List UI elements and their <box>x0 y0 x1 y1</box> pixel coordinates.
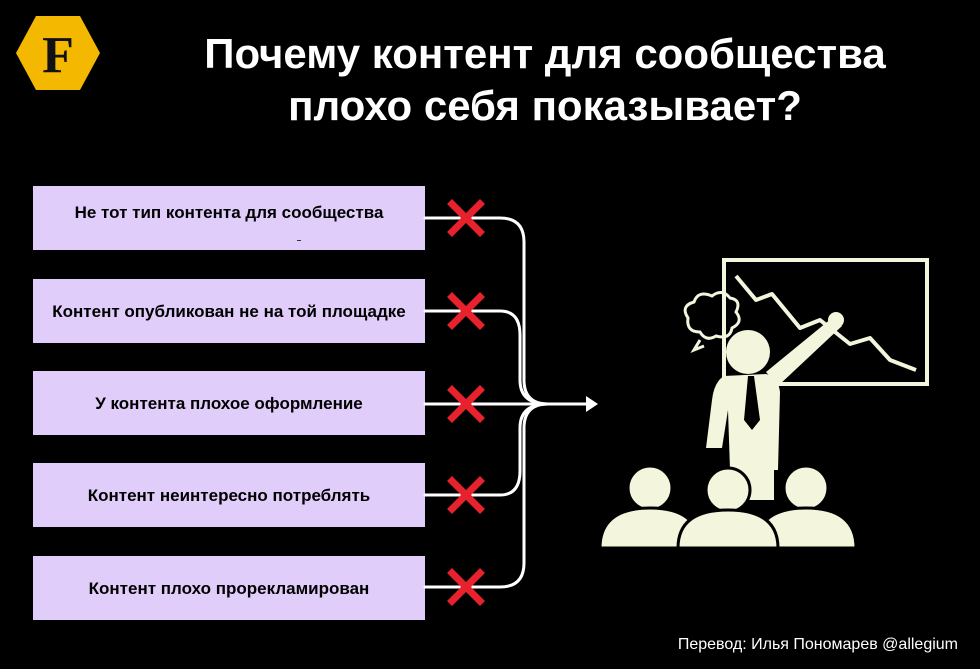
red-cross-icon <box>447 199 485 237</box>
reason-text: Контент плохо прорекламирован <box>88 578 370 598</box>
reason-text: Контент неинтересно потреблять <box>87 485 371 505</box>
connector-line <box>423 402 550 589</box>
page-title: Почему контент для сообщества плохо себя… <box>120 28 970 132</box>
steam-cloud-icon <box>683 291 741 340</box>
reason-box: Контент опубликован не на той площадке <box>33 279 425 343</box>
connector-line <box>423 309 550 406</box>
audience-icon <box>598 464 858 550</box>
reason-box: Контент неинтересно потреблять <box>33 463 425 527</box>
reason-text: Не тот тип контента для сообщества <box>74 202 384 222</box>
presenter-arm-icon <box>766 318 842 386</box>
title-line-2: плохо себя показывает? <box>288 82 802 129</box>
reason-box: У контента плохое оформление <box>33 371 425 435</box>
logo-letter: F <box>42 27 74 84</box>
arrow-head-icon <box>586 396 598 412</box>
red-cross-icon <box>447 292 485 330</box>
reason-box: Контент плохо прорекламирован <box>33 556 425 620</box>
presenter-body-icon <box>706 374 780 470</box>
translation-credit: Перевод: Илья Пономарев @allegium <box>677 636 958 653</box>
red-cross-icons <box>447 199 485 606</box>
reason-box: Не тот тип контента для сообщества <box>33 186 425 250</box>
chart-board-icon <box>722 258 929 386</box>
reason-text: У контента плохое оформление <box>95 393 363 413</box>
reason-text: Контент опубликован не на той площадке <box>52 301 406 321</box>
red-cross-icon <box>447 568 485 606</box>
presenter-head-icon <box>726 330 770 374</box>
falling-graph-icon <box>734 274 917 372</box>
connector-lines <box>423 216 592 589</box>
red-cross-icon <box>447 385 485 423</box>
presenter-tie-icon <box>744 376 760 430</box>
angry-presenter-audience-icon <box>598 258 929 550</box>
hexagon-logo-icon: F <box>16 16 100 90</box>
stray-mark <box>297 240 301 241</box>
connector-line <box>423 402 550 497</box>
title-line-1: Почему контент для сообщества <box>204 30 886 77</box>
red-cross-icon <box>447 476 485 514</box>
